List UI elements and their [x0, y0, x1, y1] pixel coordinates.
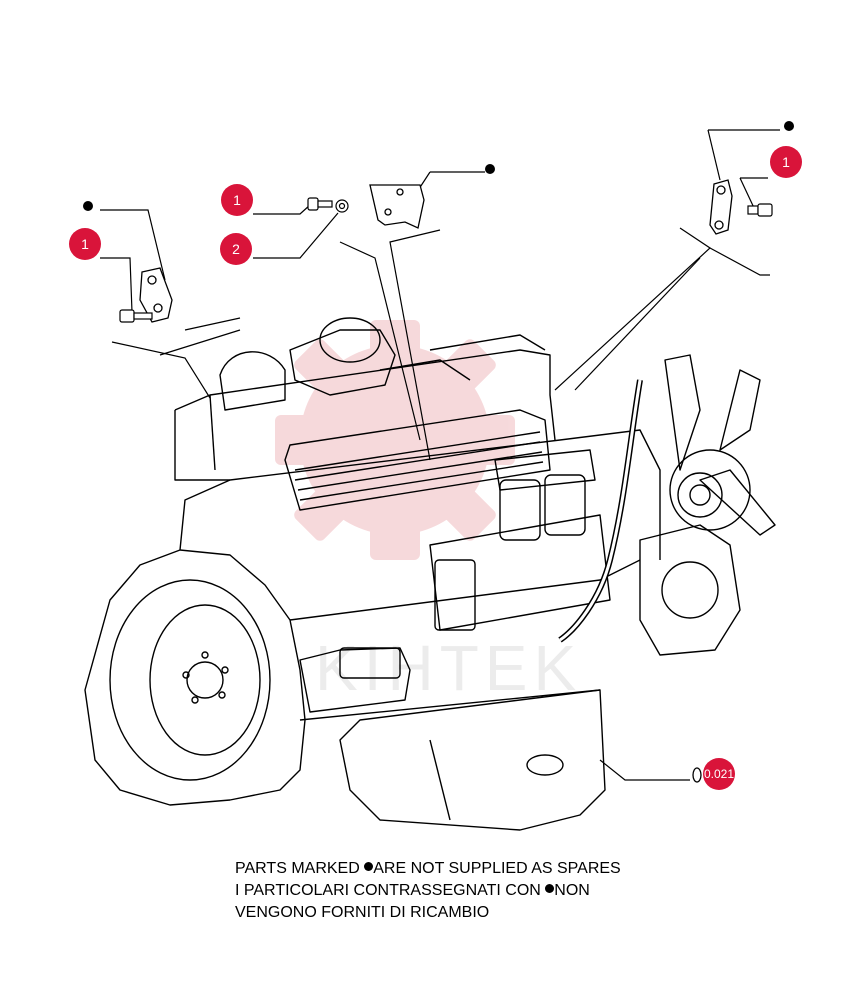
spares-note-line-2: I PARTICOLARI CONTRASSEGNATI CON NON	[235, 882, 590, 899]
callout-part-0021[interactable]: 0.021	[703, 758, 735, 790]
bullet-dot-icon	[364, 862, 374, 871]
not-supplied-marker-center	[485, 164, 495, 174]
bolt-left	[119, 309, 153, 323]
not-supplied-marker-right	[784, 121, 794, 131]
bracket-left	[139, 267, 173, 323]
oil-pan-ring-icon	[692, 767, 702, 783]
spares-note: PARTS MARKED ARE NOT SUPPLIED AS SPARES …	[235, 858, 621, 924]
watermark-text: KIHTEK	[315, 632, 582, 704]
bolt-right	[747, 203, 773, 217]
spares-note-line-3: VENGONO FORNITI DI RICAMBIO	[235, 904, 490, 921]
bullet-dot-icon	[545, 884, 555, 893]
bracket-center	[369, 184, 425, 229]
callout-part-2-center[interactable]: 2	[220, 233, 252, 265]
callout-part-1-right[interactable]: 1	[770, 146, 802, 178]
engine-body	[84, 317, 776, 831]
callout-part-1-left[interactable]: 1	[69, 228, 101, 260]
callout-part-1-center[interactable]: 1	[221, 184, 253, 216]
bolt-center	[307, 197, 349, 213]
bracket-right	[709, 179, 733, 235]
leader-lines	[100, 129, 780, 781]
spares-note-line-1: PARTS MARKED ARE NOT SUPPLIED AS SPARES	[235, 860, 621, 877]
svg-text:KIHTEK: KIHTEK	[315, 632, 582, 704]
not-supplied-marker-left	[83, 201, 93, 211]
